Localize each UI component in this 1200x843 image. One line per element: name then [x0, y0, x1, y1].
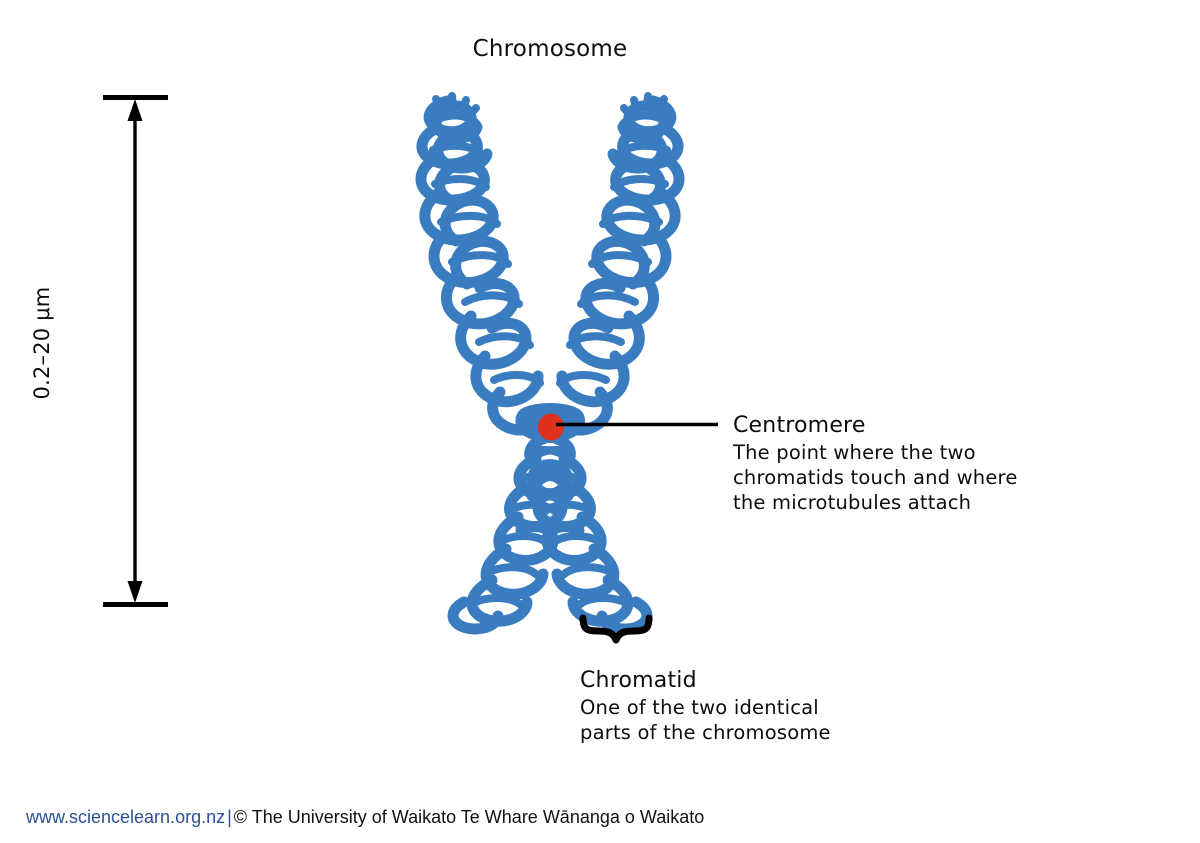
centromere-junction: [515, 403, 586, 443]
centromere-callout-title: Centromere: [733, 413, 866, 438]
chromatid-brace: [579, 614, 653, 644]
chromosome-body: [415, 92, 685, 635]
footer-copyright-text: © The University of Waikato Te Whare Wān…: [233, 807, 705, 827]
footer-attribution: www.sciencelearn.org.nz|© The University…: [26, 806, 704, 828]
centromere-dot: [538, 413, 564, 441]
footer-separator: |: [227, 807, 232, 827]
centromere-callout: Centromere The point where the two chrom…: [733, 411, 1018, 515]
chromatid-callout-line-2: parts of the chromosome: [580, 721, 831, 744]
chromatid-arm-lower-left: [447, 432, 575, 635]
chromatid-callout: Chromatid One of the two identical parts…: [580, 666, 831, 745]
scale-bar-label: 0.2–20 μm: [30, 286, 54, 400]
centromere-callout-line-3: the microtubules attach: [733, 491, 972, 514]
chromatid-arm-lower-right: [525, 432, 653, 635]
chromatid-callout-title: Chromatid: [580, 668, 697, 693]
chromatid-arm-upper-right: [547, 92, 685, 436]
sciencelearn-website-link[interactable]: www.sciencelearn.org.nz: [26, 807, 226, 827]
page-title: Chromosome: [472, 36, 628, 62]
chromatid-arm-upper-left: [415, 92, 553, 436]
scale-bar: [103, 95, 168, 607]
centromere-callout-line-2: chromatids touch and where: [733, 466, 1018, 489]
centromere-callout-line-1: The point where the two: [733, 441, 976, 464]
chromatid-callout-line-1: One of the two identical: [580, 696, 819, 719]
